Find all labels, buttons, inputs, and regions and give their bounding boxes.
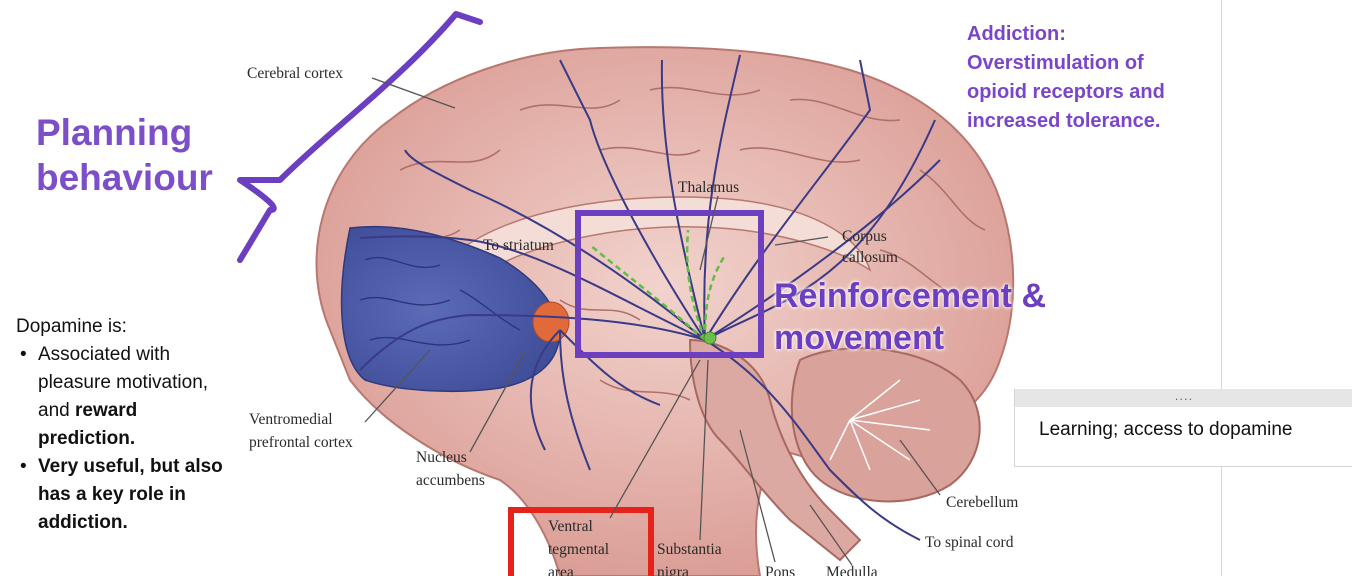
dopamine-list: Associated with pleasure motivation, and… bbox=[16, 341, 236, 537]
planning-behaviour-title: Planning behaviour bbox=[36, 110, 213, 200]
nucleus-accumbens-spot bbox=[532, 301, 570, 343]
addiction-note: Addiction: Overstimulation of opioid rec… bbox=[967, 20, 1227, 136]
planning-bracket bbox=[237, 11, 483, 263]
vta-dot bbox=[703, 331, 717, 345]
label-corpus-callosum-1: Corpus bbox=[842, 228, 887, 245]
side-note-box[interactable]: .... Learning; access to dopamine bbox=[1014, 389, 1352, 467]
corpus-callosum-shape bbox=[458, 196, 872, 276]
dopamine-bullet-2: Very useful, but also has a key role in … bbox=[16, 453, 236, 537]
note-grip-icon: .... bbox=[1174, 388, 1194, 403]
label-ventromedial-1: Ventromedial bbox=[249, 411, 333, 428]
label-to-striatum: To striatum bbox=[483, 237, 554, 254]
dopamine-bullet-1-bold: reward prediction. bbox=[38, 400, 138, 449]
leader-lines bbox=[364, 77, 941, 566]
label-nucleus-2: accumbens bbox=[416, 472, 485, 489]
label-vta-2: tegmental bbox=[548, 541, 609, 558]
label-substantia-2: nigra bbox=[657, 564, 689, 576]
brainstem-shape bbox=[688, 338, 862, 562]
reinforcement-line-2: movement bbox=[774, 319, 945, 357]
label-to-spinal-cord: To spinal cord bbox=[925, 534, 1014, 551]
dopamine-axons bbox=[359, 54, 941, 541]
vta-highlight-box bbox=[508, 507, 654, 576]
addiction-line-3: opioid receptors and bbox=[967, 81, 1165, 103]
label-thalamus: Thalamus bbox=[678, 179, 739, 196]
label-cerebral-cortex: Cerebral cortex bbox=[247, 65, 343, 82]
reinforcement-line-1: Reinforcement & bbox=[774, 277, 1047, 315]
planning-line-1: Planning bbox=[36, 112, 193, 153]
label-corpus-callosum-2: callosum bbox=[842, 249, 898, 266]
dopamine-bullet-1: Associated with pleasure motivation, and… bbox=[16, 341, 236, 453]
note-drag-handle[interactable]: .... bbox=[1015, 389, 1352, 407]
dopamine-bullet-2-bold: Very useful, but also has a key role in … bbox=[38, 456, 223, 533]
addiction-line-1: Addiction: bbox=[967, 23, 1066, 45]
label-ventromedial-2: prefrontal cortex bbox=[249, 434, 353, 451]
planning-line-2: behaviour bbox=[36, 157, 213, 198]
dopamine-heading: Dopamine is: bbox=[16, 316, 127, 337]
page-margin-line bbox=[1221, 0, 1222, 576]
addiction-line-2: Overstimulation of bbox=[967, 52, 1144, 74]
note-text[interactable]: Learning; access to dopamine bbox=[1039, 419, 1293, 440]
label-medulla: Medulla bbox=[826, 564, 878, 576]
ventromedial-prefrontal-region bbox=[340, 225, 561, 393]
label-substantia-1: Substantia bbox=[657, 541, 722, 558]
label-pons: Pons bbox=[765, 564, 795, 576]
addiction-line-4: increased tolerance. bbox=[967, 110, 1161, 132]
label-vta-1: Ventral bbox=[548, 518, 593, 535]
label-nucleus-1: Nucleus bbox=[416, 449, 467, 466]
label-vta-3: area bbox=[548, 564, 574, 576]
label-cerebellum: Cerebellum bbox=[946, 494, 1018, 511]
mesolimbic-pathways bbox=[589, 229, 727, 341]
reinforcement-highlight-box bbox=[575, 210, 764, 358]
dopamine-text-block: Dopamine is: Associated with pleasure mo… bbox=[16, 313, 236, 537]
prefrontal-gyri bbox=[359, 256, 521, 346]
reinforcement-title: Reinforcement & movement bbox=[774, 275, 1046, 359]
dopamine-bullet-1-text: Associated with pleasure motivation, and bbox=[38, 344, 209, 421]
cerebellum-arbor bbox=[829, 379, 931, 471]
